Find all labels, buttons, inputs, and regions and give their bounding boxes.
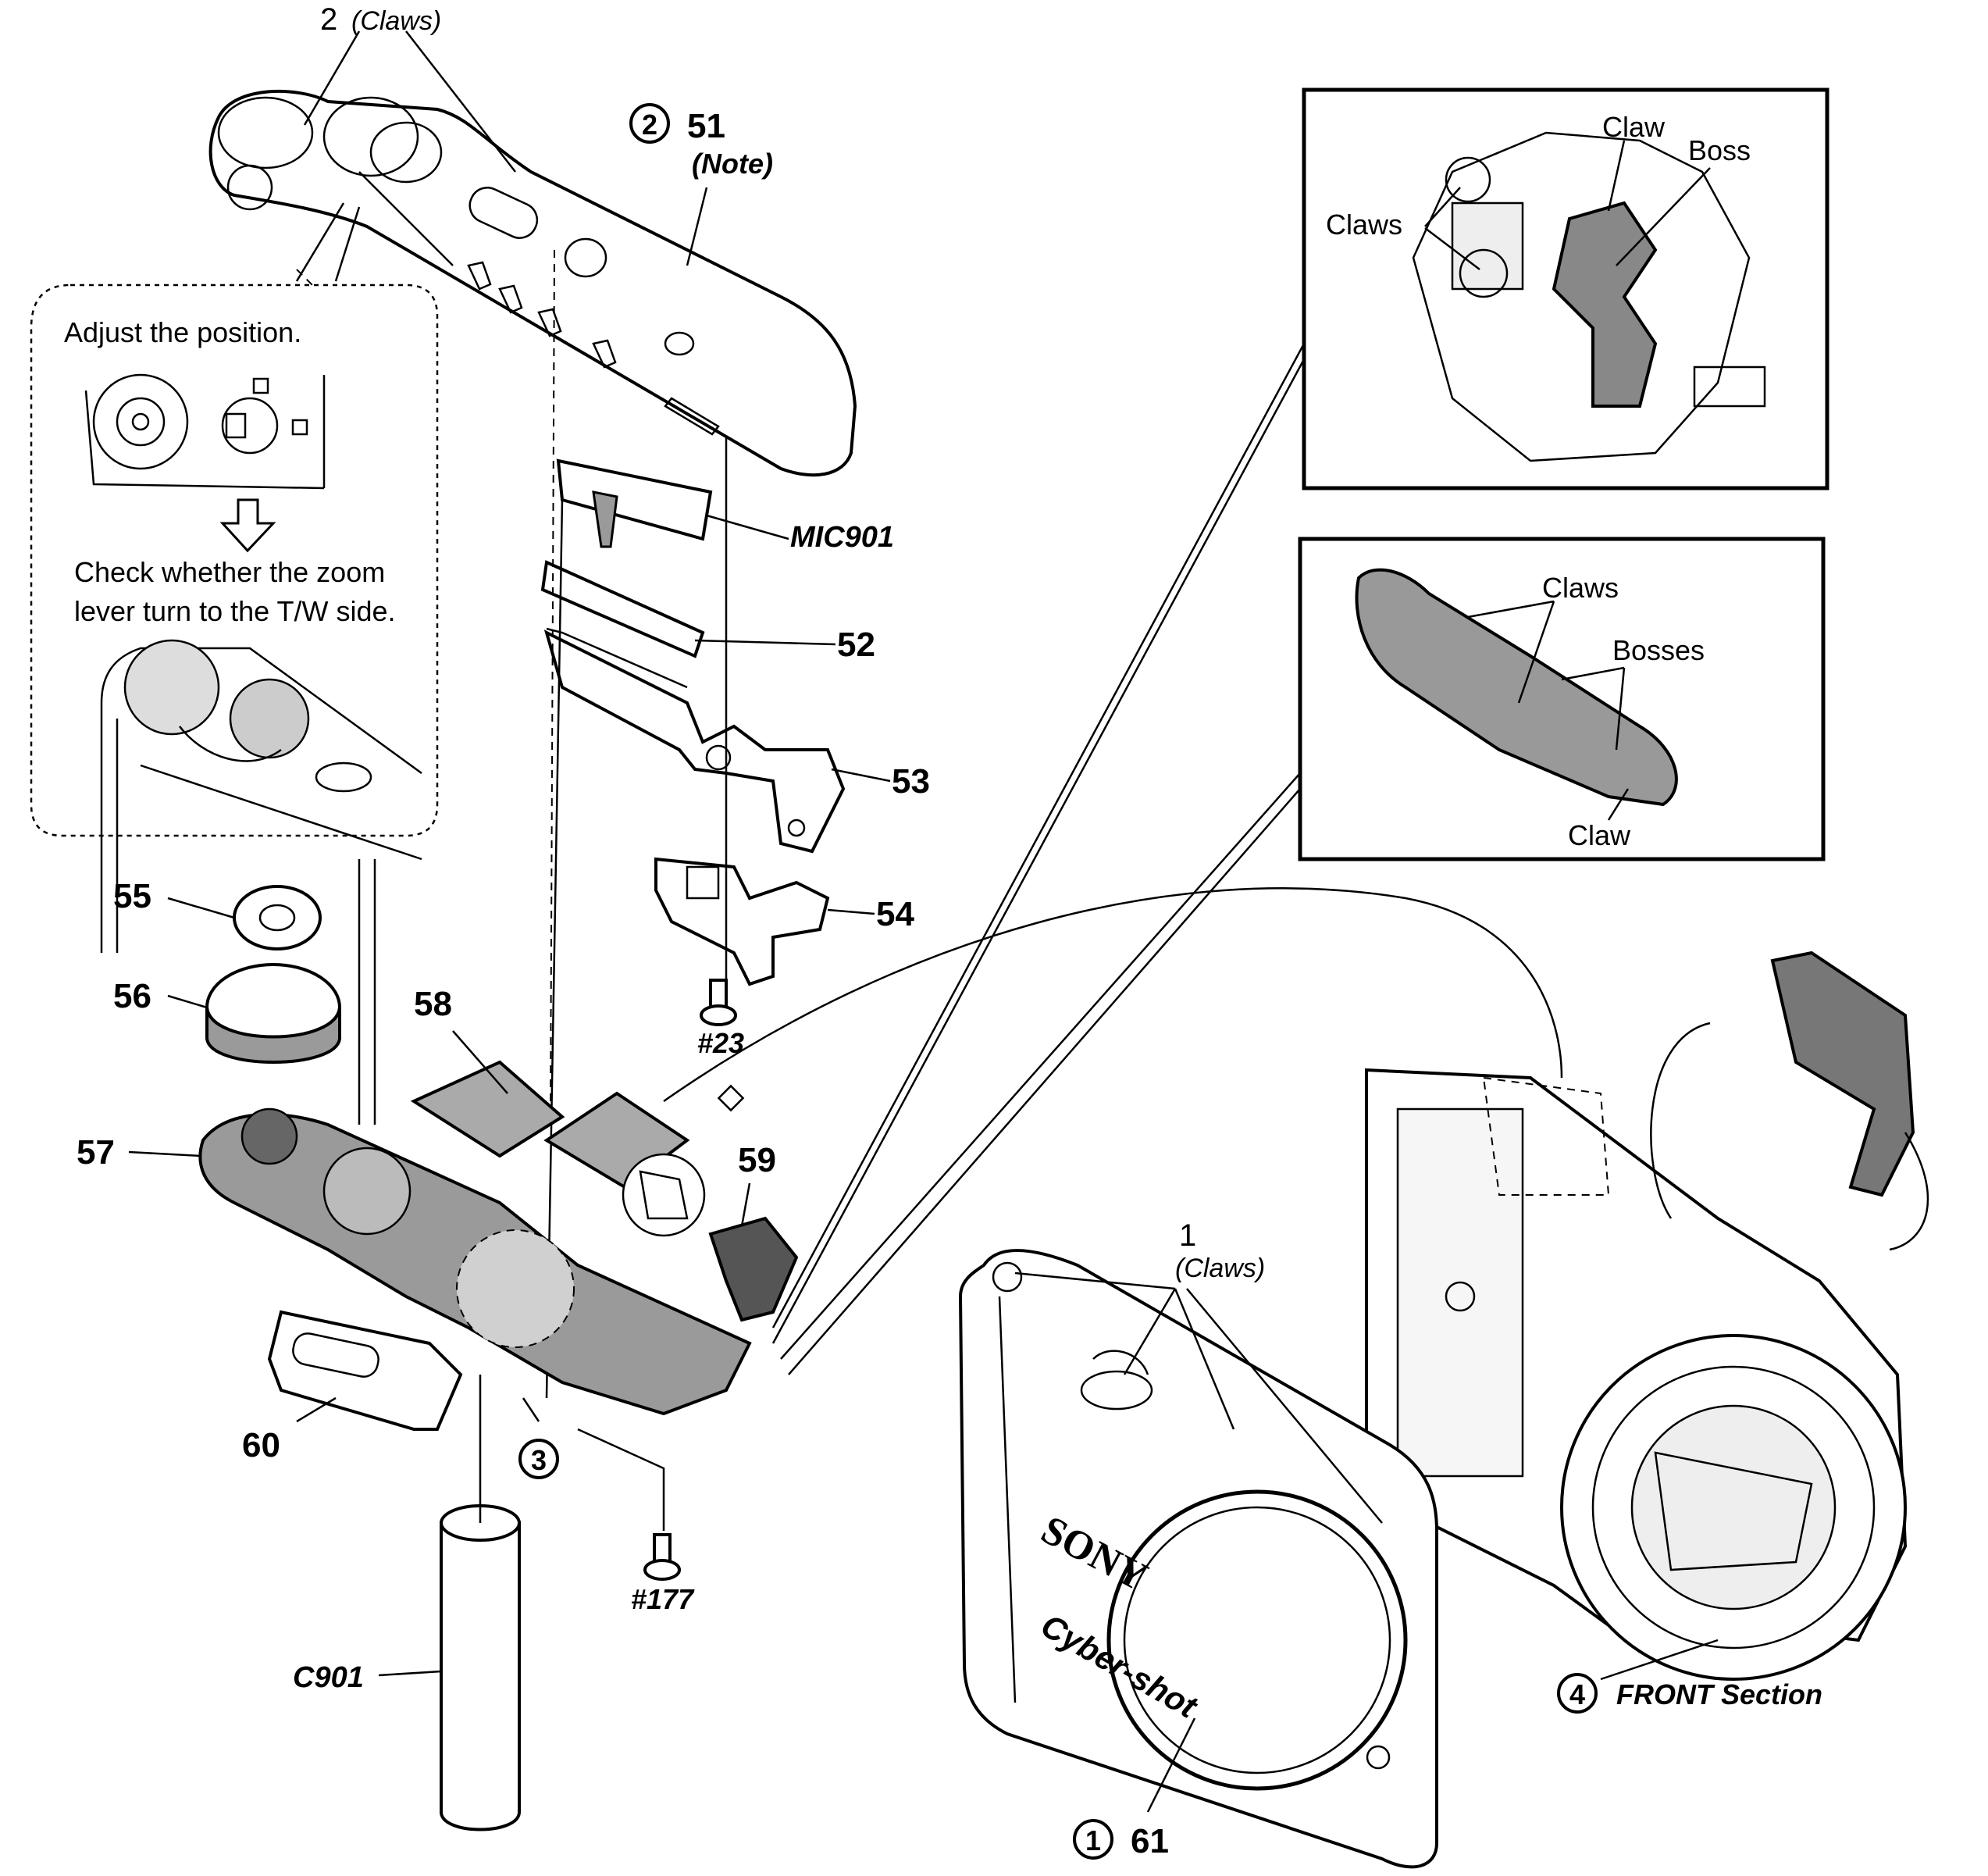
detail-view-top: Claw Boss Claws <box>1302 87 1829 490</box>
claws-2-number: 2 <box>320 2 337 37</box>
front-section-assembly <box>1365 1068 1908 1681</box>
part-56-label: 56 <box>113 977 151 1015</box>
screw-23 <box>700 979 737 1026</box>
mic901 <box>556 458 713 548</box>
check-text-line2: lever turn to the T/W side. <box>74 595 396 627</box>
mic901-label: MIC901 <box>790 521 894 554</box>
part-53-label: 53 <box>892 762 930 801</box>
front-section-label: FRONT Section <box>1616 1678 1822 1710</box>
step-4-marker: 4 <box>1569 1678 1585 1710</box>
part-57-board <box>198 1107 752 1416</box>
detail-top-claw: Claw <box>1602 111 1666 143</box>
flex-cable <box>1770 950 1915 1197</box>
claws-1-number: 1 <box>1179 1218 1196 1253</box>
part-60-label: 60 <box>242 1426 280 1464</box>
part-59-label: 59 <box>738 1141 776 1179</box>
part-54-switch <box>654 857 830 986</box>
part-53-bracket <box>543 629 846 854</box>
detail-mid-claw: Claw <box>1568 819 1631 851</box>
detail-mid-claws: Claws <box>1542 572 1619 604</box>
check-text-line1: Check whether the zoom <box>74 556 385 588</box>
note-label: (Note) <box>692 148 773 180</box>
part-54-label: 54 <box>876 895 914 933</box>
screw-177-label: #177 <box>631 1583 695 1615</box>
detail-mid-bosses: Bosses <box>1612 634 1705 666</box>
part-55-disc <box>233 885 322 950</box>
detail-top-boss: Boss <box>1688 134 1751 166</box>
part-56-mode-dial <box>205 963 341 1064</box>
part-51-label: 51 <box>687 107 725 145</box>
part-61-front-cover: SONY Cyber-shot <box>958 1249 1438 1869</box>
capacitor-c901 <box>440 1504 521 1831</box>
part-52 <box>540 560 705 689</box>
part-60-jack <box>267 1310 463 1431</box>
adjust-position-callout: Adjust the position. Check whether the z… <box>30 269 439 953</box>
part-55-label: 55 <box>113 877 151 915</box>
detail-view-mid: Claws Bosses Claw <box>1298 537 1826 861</box>
step-2-marker: 2 <box>642 109 657 141</box>
part-61-label: 61 <box>1131 1822 1169 1860</box>
screw-177 <box>643 1533 681 1581</box>
detail-top-claws: Claws <box>1326 209 1402 241</box>
c901-label: C901 <box>293 1661 364 1694</box>
part-57-label: 57 <box>77 1133 115 1172</box>
part-58-label: 58 <box>414 985 452 1023</box>
step-1-marker: 1 <box>1085 1824 1101 1856</box>
top-cover-51 <box>208 89 857 477</box>
step-3-marker: 3 <box>531 1444 547 1476</box>
part-59-bracket <box>622 1153 799 1322</box>
claws-2-label: (Claws) <box>351 6 441 36</box>
claws-1-label: (Claws) <box>1175 1254 1265 1283</box>
part-52-label: 52 <box>837 626 875 664</box>
adjust-text: Adjust the position. <box>64 316 301 348</box>
